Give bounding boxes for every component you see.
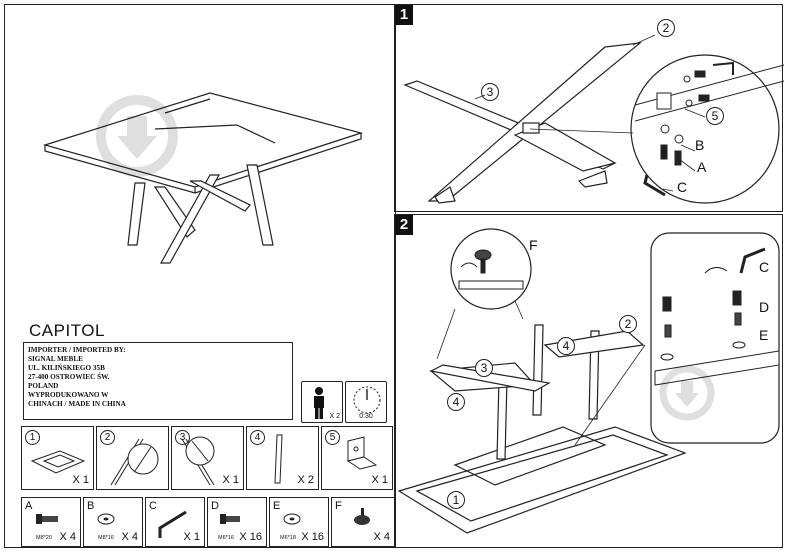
importer-line: SIGNAL MEBLE bbox=[28, 355, 83, 363]
part-id: 2 bbox=[100, 430, 115, 445]
step-number: 1 bbox=[395, 5, 413, 25]
callout-A: A bbox=[697, 159, 707, 175]
callout-1: 1 bbox=[447, 491, 465, 509]
importer-line: UL. KILIŃSKIEGO 35B bbox=[28, 364, 105, 372]
people-count: X 2 bbox=[329, 413, 340, 420]
clock-icon bbox=[353, 386, 381, 414]
callout-4: 4 bbox=[557, 337, 575, 355]
step-2-illustration bbox=[397, 228, 780, 534]
importer-line: 27-400 OSTROWIEC ŚW. bbox=[28, 373, 110, 381]
bracket-part-icon bbox=[346, 436, 378, 470]
callout-2: 2 bbox=[657, 19, 675, 37]
allen-key-icon bbox=[158, 510, 187, 538]
beam-part-icon bbox=[110, 438, 159, 486]
hardware-id: C bbox=[149, 500, 157, 512]
hardware-cell-F: F X 4 bbox=[331, 497, 395, 547]
hardware-spec: M6*16 bbox=[218, 535, 234, 541]
step-1-illustration bbox=[403, 34, 785, 204]
importer-box: IMPORTER / IMPORTED BY: SIGNAL MEBLE UL.… bbox=[23, 342, 293, 420]
washer-icon bbox=[283, 513, 301, 525]
person-icon bbox=[314, 387, 324, 419]
hardware-id: B bbox=[87, 500, 95, 512]
tabletop-part-icon bbox=[30, 450, 86, 474]
callout-4: 4 bbox=[447, 393, 465, 411]
part-cell-5: 5 X 1 bbox=[321, 426, 393, 490]
product-title: CAPITOL bbox=[29, 321, 105, 340]
bolt-icon bbox=[36, 514, 58, 524]
callout-E: E bbox=[759, 327, 769, 343]
hardware-spec: M8*20 bbox=[36, 535, 52, 541]
importer-line: CHINACH / MADE IN CHINA bbox=[28, 400, 126, 408]
part-qty: X 1 bbox=[222, 474, 239, 486]
hardware-qty: X 16 bbox=[239, 531, 262, 543]
hardware-cell-A: A M8*20 X 4 bbox=[21, 497, 81, 547]
callout-2: 2 bbox=[619, 315, 637, 333]
table-illustration bbox=[42, 92, 364, 264]
overview-panel: CAPITOL IMPORTER / IMPORTED BY: SIGNAL M… bbox=[4, 4, 396, 548]
hardware-id: A bbox=[25, 500, 33, 512]
callout-B: B bbox=[695, 137, 705, 153]
part-cell-3: 3 X 1 bbox=[171, 426, 244, 490]
hardware-cell-C: C X 1 bbox=[145, 497, 205, 547]
beam-part-icon bbox=[181, 436, 215, 486]
hardware-qty: X 1 bbox=[183, 531, 200, 543]
washer-icon bbox=[97, 513, 115, 525]
hardware-id: E bbox=[273, 500, 281, 512]
part-id: 3 bbox=[175, 430, 190, 445]
hardware-row: A M8*20 X 4 B M8*16 X 4 C X 1 D bbox=[21, 497, 395, 547]
callout-C: C bbox=[677, 179, 688, 195]
hardware-qty: X 4 bbox=[121, 531, 138, 543]
hardware-cell-D: D M6*16 X 16 bbox=[207, 497, 267, 547]
importer-line: POLAND bbox=[28, 382, 59, 390]
callout-5: 5 bbox=[706, 107, 724, 125]
hardware-qty: X 4 bbox=[373, 531, 390, 543]
leg-part-icon bbox=[274, 434, 283, 484]
part-cell-1: 1 X 1 bbox=[21, 426, 94, 490]
part-qty: X 1 bbox=[371, 474, 388, 486]
importer-line: IMPORTER / IMPORTED BY: bbox=[28, 346, 126, 354]
callout-3: 3 bbox=[475, 359, 493, 377]
callout-3: 3 bbox=[481, 83, 499, 101]
parts-row: 1 X 1 2 3 bbox=[21, 426, 395, 490]
part-cell-4: 4 X 2 bbox=[246, 426, 319, 490]
glide-foot-icon bbox=[354, 508, 370, 525]
hardware-id: F bbox=[335, 500, 342, 512]
part-qty: X 1 bbox=[72, 474, 89, 486]
step-number: 2 bbox=[395, 215, 413, 235]
part-id: 5 bbox=[325, 430, 340, 445]
callout-D: D bbox=[759, 299, 770, 315]
bolt-icon bbox=[220, 514, 240, 524]
part-cell-2: 2 bbox=[96, 426, 169, 490]
callout-F: F bbox=[529, 237, 538, 253]
part-qty: X 2 bbox=[297, 474, 314, 486]
hardware-qty: X 4 bbox=[59, 531, 76, 543]
callout-C: C bbox=[759, 259, 770, 275]
watermark-icon bbox=[659, 365, 715, 421]
hardware-spec: M8*16 bbox=[98, 535, 114, 541]
hardware-cell-E: E M6*18 X 16 bbox=[269, 497, 329, 547]
part-id: 4 bbox=[250, 430, 265, 445]
step-1-panel: 1 bbox=[394, 4, 785, 212]
hardware-id: D bbox=[211, 500, 219, 512]
importer-line: WYPRODUKOWANO W bbox=[28, 391, 109, 399]
time-value: 0:30 bbox=[359, 413, 373, 420]
part-id: 1 bbox=[25, 430, 40, 445]
watermark-icon bbox=[96, 95, 178, 177]
hardware-spec: M6*18 bbox=[280, 535, 296, 541]
people-badge: X 2 bbox=[301, 381, 343, 423]
hardware-qty: X 16 bbox=[301, 531, 324, 543]
step-2-panel: 2 bbox=[394, 214, 783, 548]
hardware-cell-B: B M8*16 X 4 bbox=[83, 497, 143, 547]
time-badge: 0:30 bbox=[345, 381, 387, 423]
